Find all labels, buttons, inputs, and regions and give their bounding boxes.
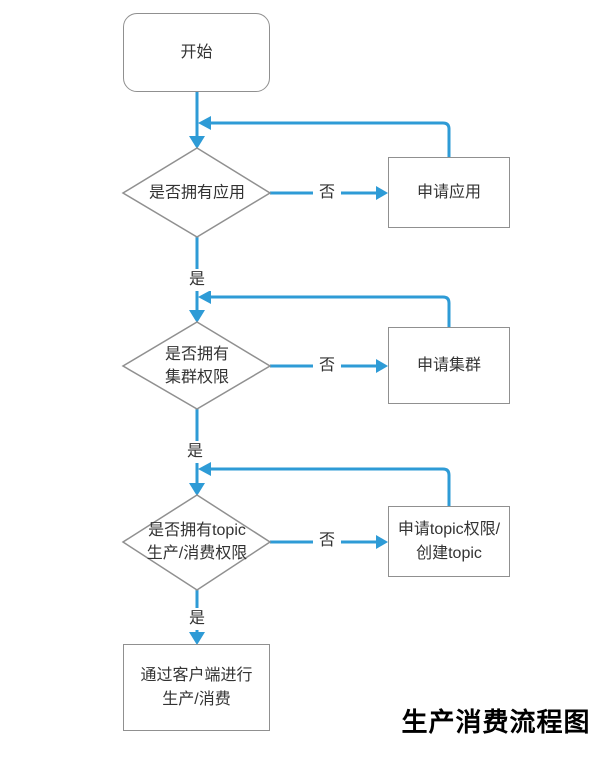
diagram-title: 生产消费流程图 (401, 707, 591, 737)
apply-cluster-node: 申请集群 (388, 327, 510, 404)
edge-apply-app-loopback (207, 121, 451, 157)
decision-cluster-label: 是否拥有 集群权限 (164, 345, 230, 386)
decision-cluster-diamond (121, 321, 272, 410)
decision-app-label: 是否拥有应用 (148, 184, 246, 202)
decision-app-diamond (121, 147, 272, 238)
arrowhead-into-apply-topic (376, 535, 388, 549)
arrowhead-into-end (189, 632, 205, 645)
edge-label-no-app: 否 (312, 182, 342, 204)
arrowhead-into-decision-cluster (189, 310, 205, 323)
decision-topic-label: 是否拥有topic 生产/消费权限 (146, 521, 248, 562)
arrowhead-loopback-topic (198, 462, 211, 476)
edge-apply-topic-loopback (207, 467, 451, 506)
edge-label-no-cluster: 否 (312, 355, 342, 377)
decision-topic-diamond (121, 494, 272, 591)
apply-topic-node: 申请topic权限/ 创建topic (388, 506, 510, 577)
edge-label-no-topic: 否 (312, 530, 342, 552)
edge-apply-cluster-loopback (207, 295, 451, 327)
arrowhead-loopback-app (198, 116, 211, 130)
start-node: 开始 (123, 13, 270, 92)
edge-label-yes-cluster: 是 (180, 441, 210, 463)
arrowhead-into-decision-app (189, 136, 205, 149)
arrowhead-into-apply-app (376, 186, 388, 200)
arrowhead-into-apply-cluster (376, 359, 388, 373)
arrowhead-into-decision-topic (189, 483, 205, 496)
arrowhead-loopback-cluster (198, 290, 211, 304)
edge-label-yes-topic: 是 (182, 608, 212, 630)
edge-label-yes-app: 是 (182, 269, 212, 291)
apply-app-node: 申请应用 (388, 157, 510, 228)
end-node: 通过客户端进行 生产/消费 (123, 644, 270, 731)
